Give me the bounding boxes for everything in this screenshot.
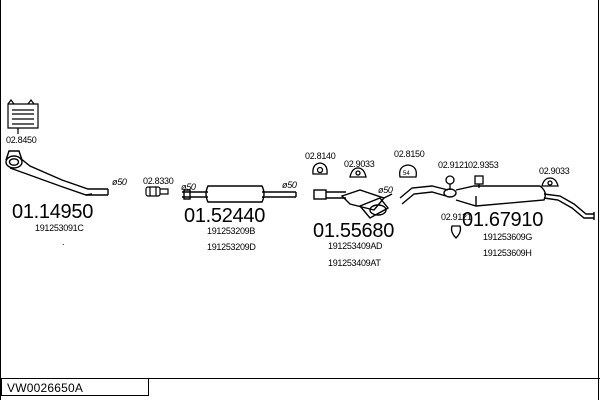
label-assembly-middle-box: 01.55680 — [313, 220, 395, 242]
hanger-2-9121-bottom-drawing — [450, 225, 462, 239]
kit-code: VW0026650A — [7, 381, 84, 395]
label-oe-rear-box-2: 191253609H — [483, 248, 532, 258]
label-part-2-9353: 02.9353 — [468, 160, 499, 170]
label-part-2-8450: 02.8450 — [6, 135, 37, 145]
label-part-2-9033-left: 02.9033 — [344, 159, 375, 169]
hanger-2-8150-drawing: 54 — [399, 164, 417, 178]
stray-mark: . — [62, 237, 65, 247]
label-oe-middle-box-1: 191253409AD — [328, 241, 383, 251]
label-assembly-front-pipe: 01.14950 — [12, 201, 94, 223]
label-part-2-9121-top: 02.9121 — [438, 160, 469, 170]
label-oe-center-box-1: 191253209B — [207, 226, 256, 236]
clamp-2-9353-drawing — [474, 175, 484, 188]
label-part-2-9121-bottom: 02.9121 — [441, 212, 472, 222]
label-part-2-8150: 02.8150 — [394, 149, 425, 159]
label-diameter-2: ø50 — [181, 182, 196, 192]
label-part-2-9033-right: 02.9033 — [539, 166, 570, 176]
heat-shield-bracket — [7, 99, 39, 134]
hanger-2-9121-top-drawing — [445, 175, 455, 190]
kit-code-box: VW0026650A — [1, 378, 149, 396]
label-assembly-rear-box: 01.67910 — [462, 209, 544, 231]
label-diameter-1: ø50 — [112, 177, 127, 187]
label-part-2-8140: 02.8140 — [305, 151, 336, 161]
label-oe-front-pipe-1: 191253091C — [35, 223, 84, 233]
label-diameter-3: ø50 — [282, 180, 297, 190]
front-pipe-drawing — [5, 150, 109, 196]
label-assembly-center-box: 01.52440 — [184, 205, 266, 227]
center-silencer-drawing — [182, 185, 297, 203]
rear-silencer-drawing — [399, 185, 595, 220]
label-oe-rear-box-1: 191253609G — [483, 232, 533, 242]
middle-silencer-drawing — [313, 189, 393, 219]
label-part-2-8330: 02.8330 — [143, 176, 174, 186]
svg-text:54: 54 — [403, 171, 410, 177]
label-oe-center-box-2: 191253209D — [207, 242, 256, 252]
hanger-2-9033-left-drawing — [349, 167, 367, 178]
label-oe-middle-box-2: 191253409AT — [328, 258, 381, 268]
clamp-2-8330-drawing — [145, 186, 169, 197]
hanger-2-8140-drawing — [312, 162, 328, 175]
hanger-2-9033-right-drawing — [541, 177, 559, 187]
label-diameter-4: ø50 — [378, 185, 393, 195]
